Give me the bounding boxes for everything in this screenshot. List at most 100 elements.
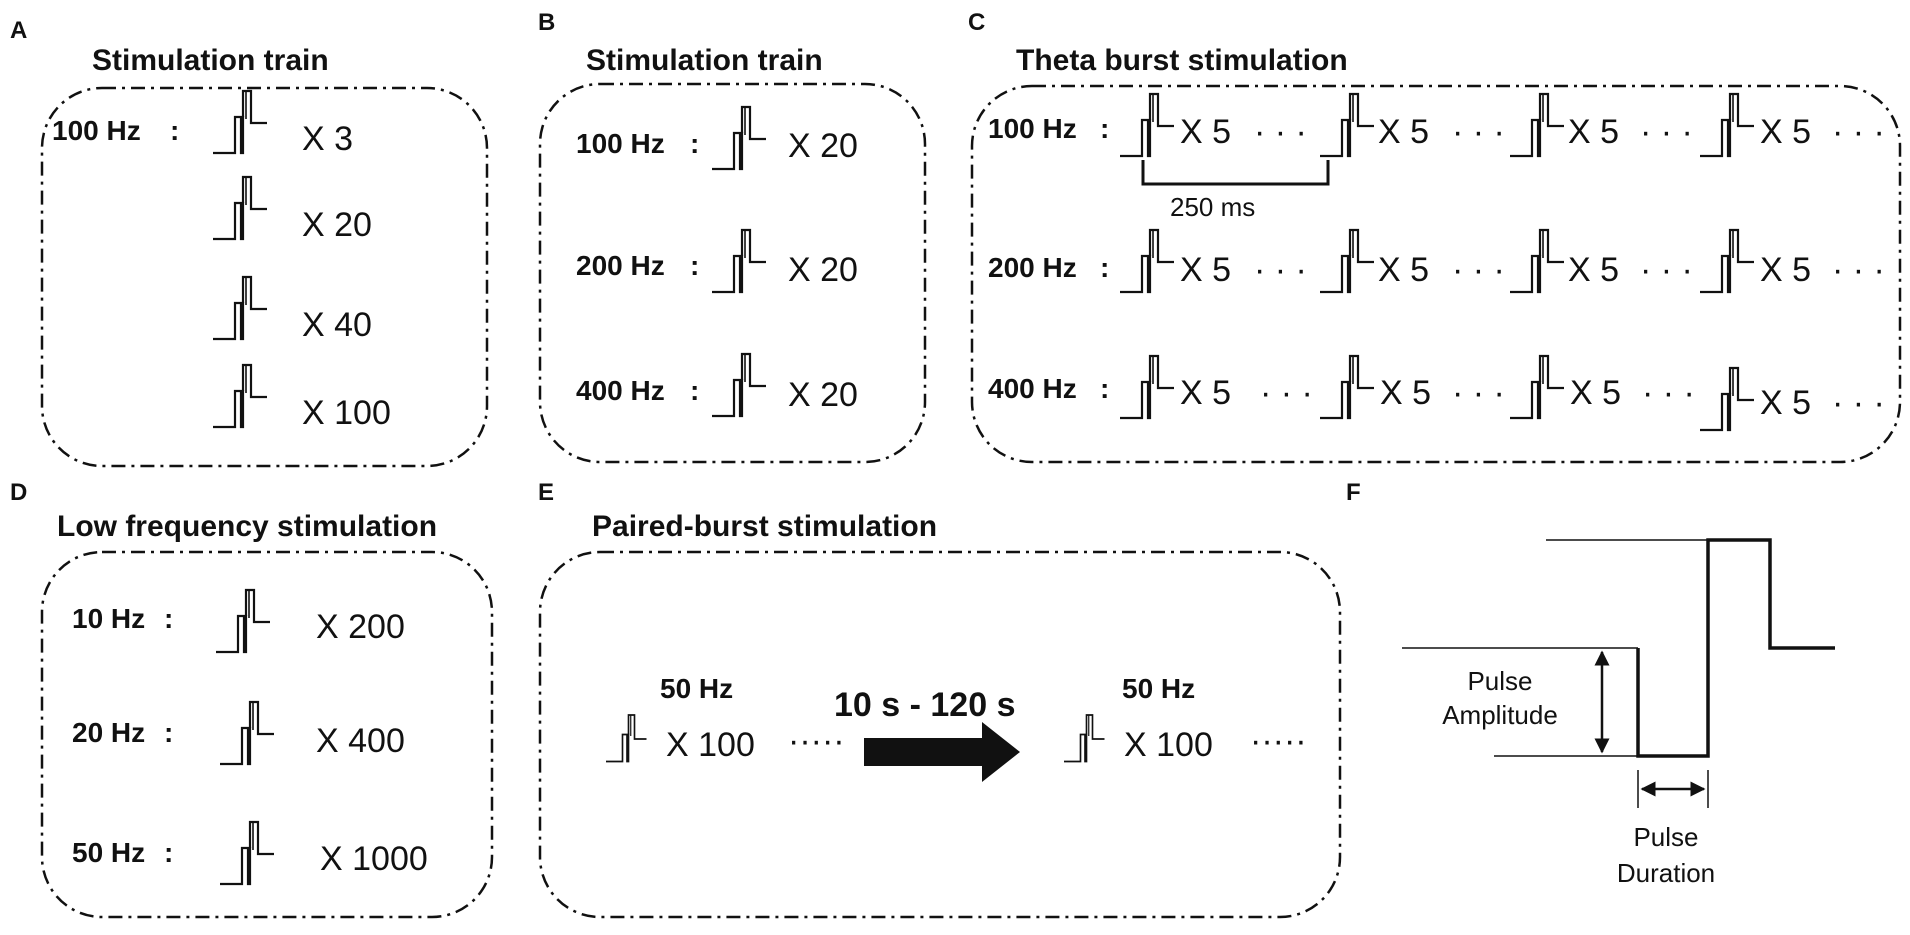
count-label: X 3	[302, 120, 353, 158]
pulse-symbol	[1118, 354, 1176, 420]
dots: · · ·	[1832, 384, 1885, 422]
burst-count: X 5	[1760, 384, 1811, 422]
colon: :	[164, 717, 173, 748]
pulse-symbol	[211, 363, 269, 429]
pulse-symbol	[1318, 92, 1376, 158]
panel-e-frame	[538, 550, 1342, 919]
burst-count: X 5	[1180, 251, 1231, 289]
panel-e: E Paired-burst stimulation 50 Hz X 100 ·…	[538, 479, 1342, 919]
count-label: X 40	[302, 306, 372, 344]
colon: :	[170, 115, 179, 146]
panel-a: A Stimulation train 100 Hz : X 3 X 20 X …	[10, 17, 489, 468]
panel-letter-c: C	[968, 9, 985, 36]
panel-title-a: Stimulation train	[92, 44, 329, 77]
colon: :	[1100, 252, 1109, 283]
colon: :	[690, 375, 699, 406]
panel-letter-a: A	[10, 17, 27, 44]
colon: :	[1100, 113, 1109, 144]
panel-b-frame	[538, 82, 927, 464]
count-label: X 100	[302, 394, 391, 432]
burst-count: X 5	[1180, 113, 1231, 151]
dots: · · ·	[1452, 251, 1505, 289]
panel-d: D Low frequency stimulation 10 Hz : X 20…	[10, 479, 494, 919]
pulse-symbol	[218, 820, 276, 886]
pulse-symbol	[1508, 354, 1566, 420]
arrow-right-icon	[864, 722, 1020, 782]
pulse-symbol	[1698, 366, 1756, 432]
colon: :	[164, 603, 173, 634]
pulse-symbol	[605, 714, 648, 763]
amplitude-label: Amplitude	[1442, 700, 1558, 730]
colon: :	[690, 128, 699, 159]
panel-letter-e: E	[538, 479, 554, 506]
freq-label: 10 Hz	[72, 603, 145, 634]
burst-count: X 5	[1760, 251, 1811, 289]
panel-a-frame	[40, 86, 489, 468]
burst-count: X 5	[1378, 113, 1429, 151]
dots: · · ·	[1640, 113, 1693, 151]
dots: ·····	[1250, 722, 1307, 760]
pulse-waveform	[1636, 538, 1835, 758]
count-label: X 20	[302, 206, 372, 244]
freq-label: 200 Hz	[988, 252, 1077, 283]
panel-letter-b: B	[538, 9, 555, 36]
dots: · · ·	[1254, 113, 1307, 151]
freq-label: 100 Hz	[988, 113, 1077, 144]
colon: :	[690, 250, 699, 281]
colon: :	[1100, 373, 1109, 404]
pulse-symbol	[1508, 228, 1566, 294]
colon: :	[164, 837, 173, 868]
pulse-symbol	[1318, 354, 1376, 420]
dots: · · ·	[1452, 374, 1505, 412]
dots: · · ·	[1832, 113, 1885, 151]
dots: · · ·	[1452, 113, 1505, 151]
duration-label: Duration	[1617, 858, 1715, 888]
pulse-symbol	[218, 700, 276, 766]
panel-title-e: Paired-burst stimulation	[592, 510, 937, 543]
panel-letter-d: D	[10, 479, 27, 506]
burst-count: X 5	[1378, 251, 1429, 289]
count-label: X 20	[788, 376, 858, 414]
pulse-symbol	[1508, 92, 1566, 158]
count-label: X 20	[788, 127, 858, 165]
pulse-symbol	[1698, 92, 1756, 158]
dots: · · ·	[1640, 251, 1693, 289]
amplitude-label: Pulse	[1467, 666, 1532, 696]
panel-b: B Stimulation train 100 Hz : X 20 200 Hz…	[538, 9, 927, 464]
interval-bracket	[1141, 160, 1330, 186]
count-label: X 1000	[320, 840, 428, 878]
freq-label: 100 Hz	[52, 115, 141, 146]
dots: ·····	[788, 722, 845, 760]
panel-d-frame	[40, 550, 494, 919]
burst-count: X 5	[1570, 374, 1621, 412]
freq-label: 200 Hz	[576, 250, 665, 281]
panel-c-frame	[970, 84, 1902, 464]
pulse-symbol	[214, 588, 272, 654]
left-count: X 100	[666, 726, 755, 764]
freq-label: 400 Hz	[576, 375, 665, 406]
interval-label: 250 ms	[1170, 192, 1255, 222]
panel-title-b: Stimulation train	[586, 44, 823, 77]
duration-label: Pulse	[1633, 822, 1698, 852]
panel-title-c: Theta burst stimulation	[1016, 44, 1348, 77]
freq-label: 50 Hz	[72, 837, 145, 868]
pulse-symbol	[1698, 228, 1756, 294]
burst-count: X 5	[1180, 374, 1231, 412]
pulse-symbol	[710, 352, 768, 418]
pulse-symbol	[211, 175, 269, 241]
dots: · · ·	[1254, 251, 1307, 289]
burst-count: X 5	[1760, 113, 1811, 151]
count-label: X 20	[788, 251, 858, 289]
freq-label: 400 Hz	[988, 373, 1077, 404]
count-label: X 200	[316, 608, 405, 646]
pulse-symbol	[1118, 228, 1176, 294]
dots: · · ·	[1642, 374, 1695, 412]
pulse-symbol	[211, 89, 269, 155]
panel-letter-f: F	[1346, 479, 1361, 506]
dots: · · ·	[1260, 374, 1313, 412]
pulse-symbol	[1118, 92, 1176, 158]
pulse-symbol	[1063, 714, 1106, 763]
right-freq-label: 50 Hz	[1122, 673, 1195, 704]
pulse-symbol	[710, 228, 768, 294]
